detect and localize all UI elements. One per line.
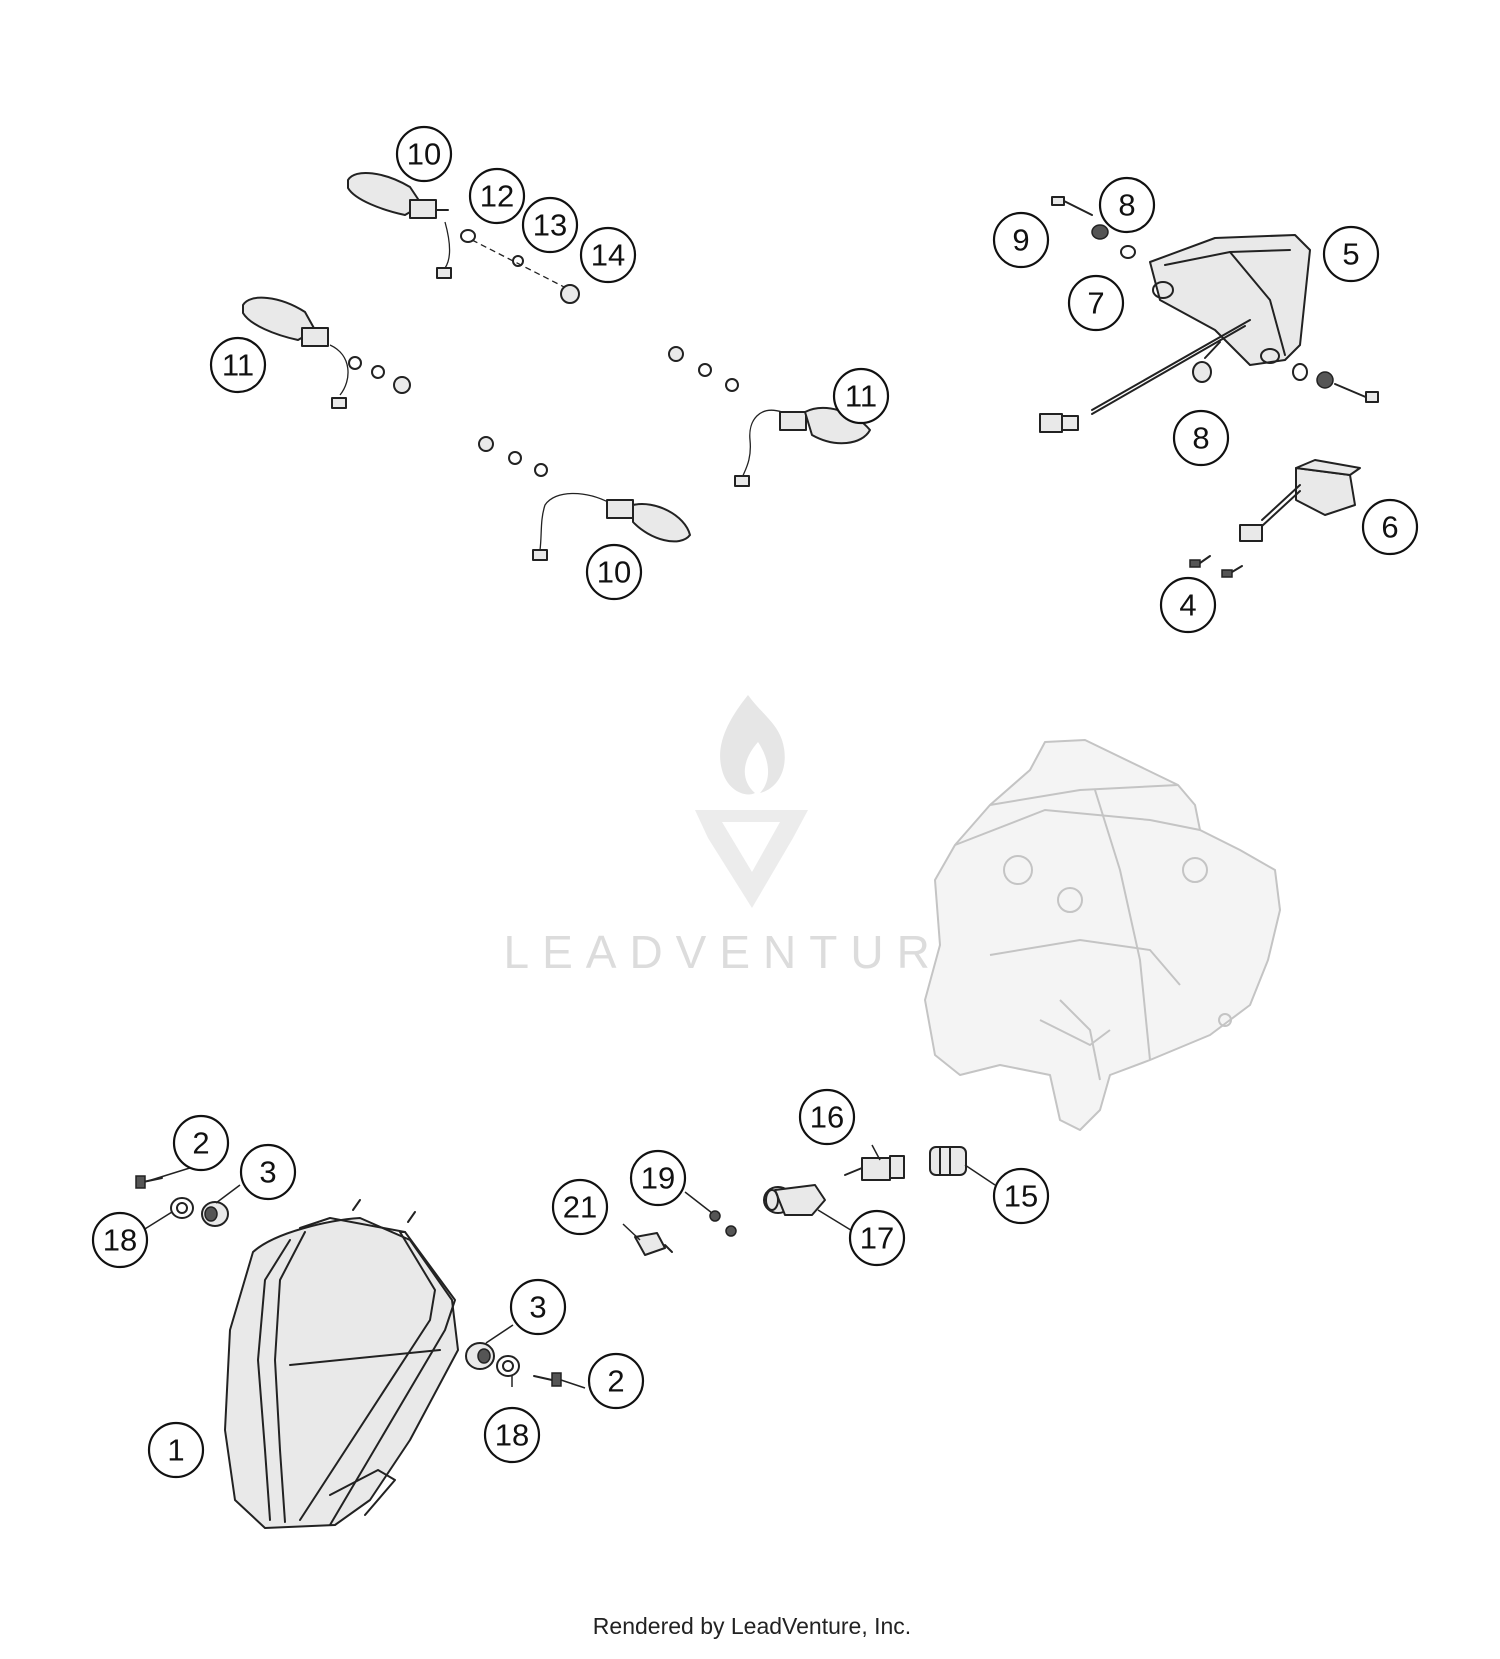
callout-13: 13 xyxy=(521,196,579,254)
callout-label: 3 xyxy=(529,1290,546,1325)
turn-signal-rear-left xyxy=(242,296,411,409)
callout-label: 19 xyxy=(641,1161,675,1196)
bulb-socket-17 xyxy=(763,1184,826,1216)
screw-19 xyxy=(709,1210,737,1237)
callout-8-top: 8 xyxy=(1098,176,1156,234)
callout-label: 6 xyxy=(1381,510,1398,545)
callout-label: 10 xyxy=(407,137,441,172)
callout-label: 14 xyxy=(591,238,625,273)
callout-17: 17 xyxy=(848,1209,906,1267)
turn-signal-front-right xyxy=(478,436,691,561)
headlight-mounting-left xyxy=(135,1175,229,1227)
callout-label: 12 xyxy=(480,179,514,214)
callout-18-right: 18 xyxy=(483,1406,541,1464)
callout-10-center: 10 xyxy=(585,543,643,601)
callout-3-right: 3 xyxy=(509,1278,567,1336)
callout-label: 11 xyxy=(845,379,877,414)
callout-label: 8 xyxy=(1192,421,1209,456)
tail-light-assembly xyxy=(1039,234,1311,433)
callout-10-top: 10 xyxy=(395,125,453,183)
callout-4: 4 xyxy=(1159,576,1217,634)
callout-label: 10 xyxy=(597,555,631,590)
callout-label: 8 xyxy=(1118,188,1135,223)
callout-3-left: 3 xyxy=(239,1143,297,1201)
callout-label: 21 xyxy=(563,1190,597,1225)
callout-label: 7 xyxy=(1087,286,1104,321)
callout-label: 11 xyxy=(222,348,254,383)
callout-label: 18 xyxy=(103,1223,137,1258)
callout-1: 1 xyxy=(147,1421,205,1479)
headlight-main xyxy=(224,1199,459,1529)
headlight-mounting-right xyxy=(465,1342,562,1387)
callout-19: 19 xyxy=(629,1149,687,1207)
tail-light-bolt-bottom xyxy=(1292,363,1379,403)
turn-signal-front-left xyxy=(347,172,580,304)
callout-18-left: 18 xyxy=(91,1211,149,1269)
bulb-16 xyxy=(844,1155,905,1181)
callout-11-left: 11 xyxy=(209,336,267,394)
callout-label: 15 xyxy=(1004,1179,1038,1214)
callout-2-left: 2 xyxy=(172,1114,230,1172)
callout-7: 7 xyxy=(1067,274,1125,332)
callout-label: 17 xyxy=(860,1221,894,1256)
tail-light-bolt-top xyxy=(1051,196,1136,259)
callout-2-right: 2 xyxy=(587,1352,645,1410)
callout-label: 2 xyxy=(192,1126,209,1161)
callout-14: 14 xyxy=(579,226,637,284)
callout-label: 5 xyxy=(1342,237,1359,272)
bulb-21 xyxy=(634,1232,673,1256)
callout-label: 1 xyxy=(167,1433,184,1468)
callout-16: 16 xyxy=(798,1088,856,1146)
callout-label: 16 xyxy=(810,1100,844,1135)
leadventure-flame-logo xyxy=(695,695,808,908)
footer-credit: Rendered by LeadVenture, Inc. xyxy=(593,1613,911,1639)
callout-5: 5 xyxy=(1322,225,1380,283)
bulb-cap-15 xyxy=(929,1146,967,1176)
callout-9: 9 xyxy=(992,211,1050,269)
turn-signal-rear-right xyxy=(668,346,871,487)
callout-label: 3 xyxy=(259,1155,276,1190)
callout-label: 4 xyxy=(1179,588,1196,623)
callout-11-right: 11 xyxy=(832,367,890,425)
callout-label: 13 xyxy=(533,208,567,243)
callout-12: 12 xyxy=(468,167,526,225)
callout-8-bottom: 8 xyxy=(1172,409,1230,467)
callout-label: 9 xyxy=(1012,223,1029,258)
headlight-bracket-ghost xyxy=(924,739,1281,1131)
callout-6: 6 xyxy=(1361,498,1419,556)
watermark: LEADVENTURE xyxy=(504,695,987,978)
callout-label: 18 xyxy=(495,1418,529,1453)
callout-label: 2 xyxy=(607,1364,624,1399)
callout-21: 21 xyxy=(551,1178,609,1236)
watermark-text: LEADVENTURE xyxy=(504,926,987,978)
callout-15: 15 xyxy=(992,1167,1050,1225)
license-plate-light xyxy=(1189,459,1361,578)
